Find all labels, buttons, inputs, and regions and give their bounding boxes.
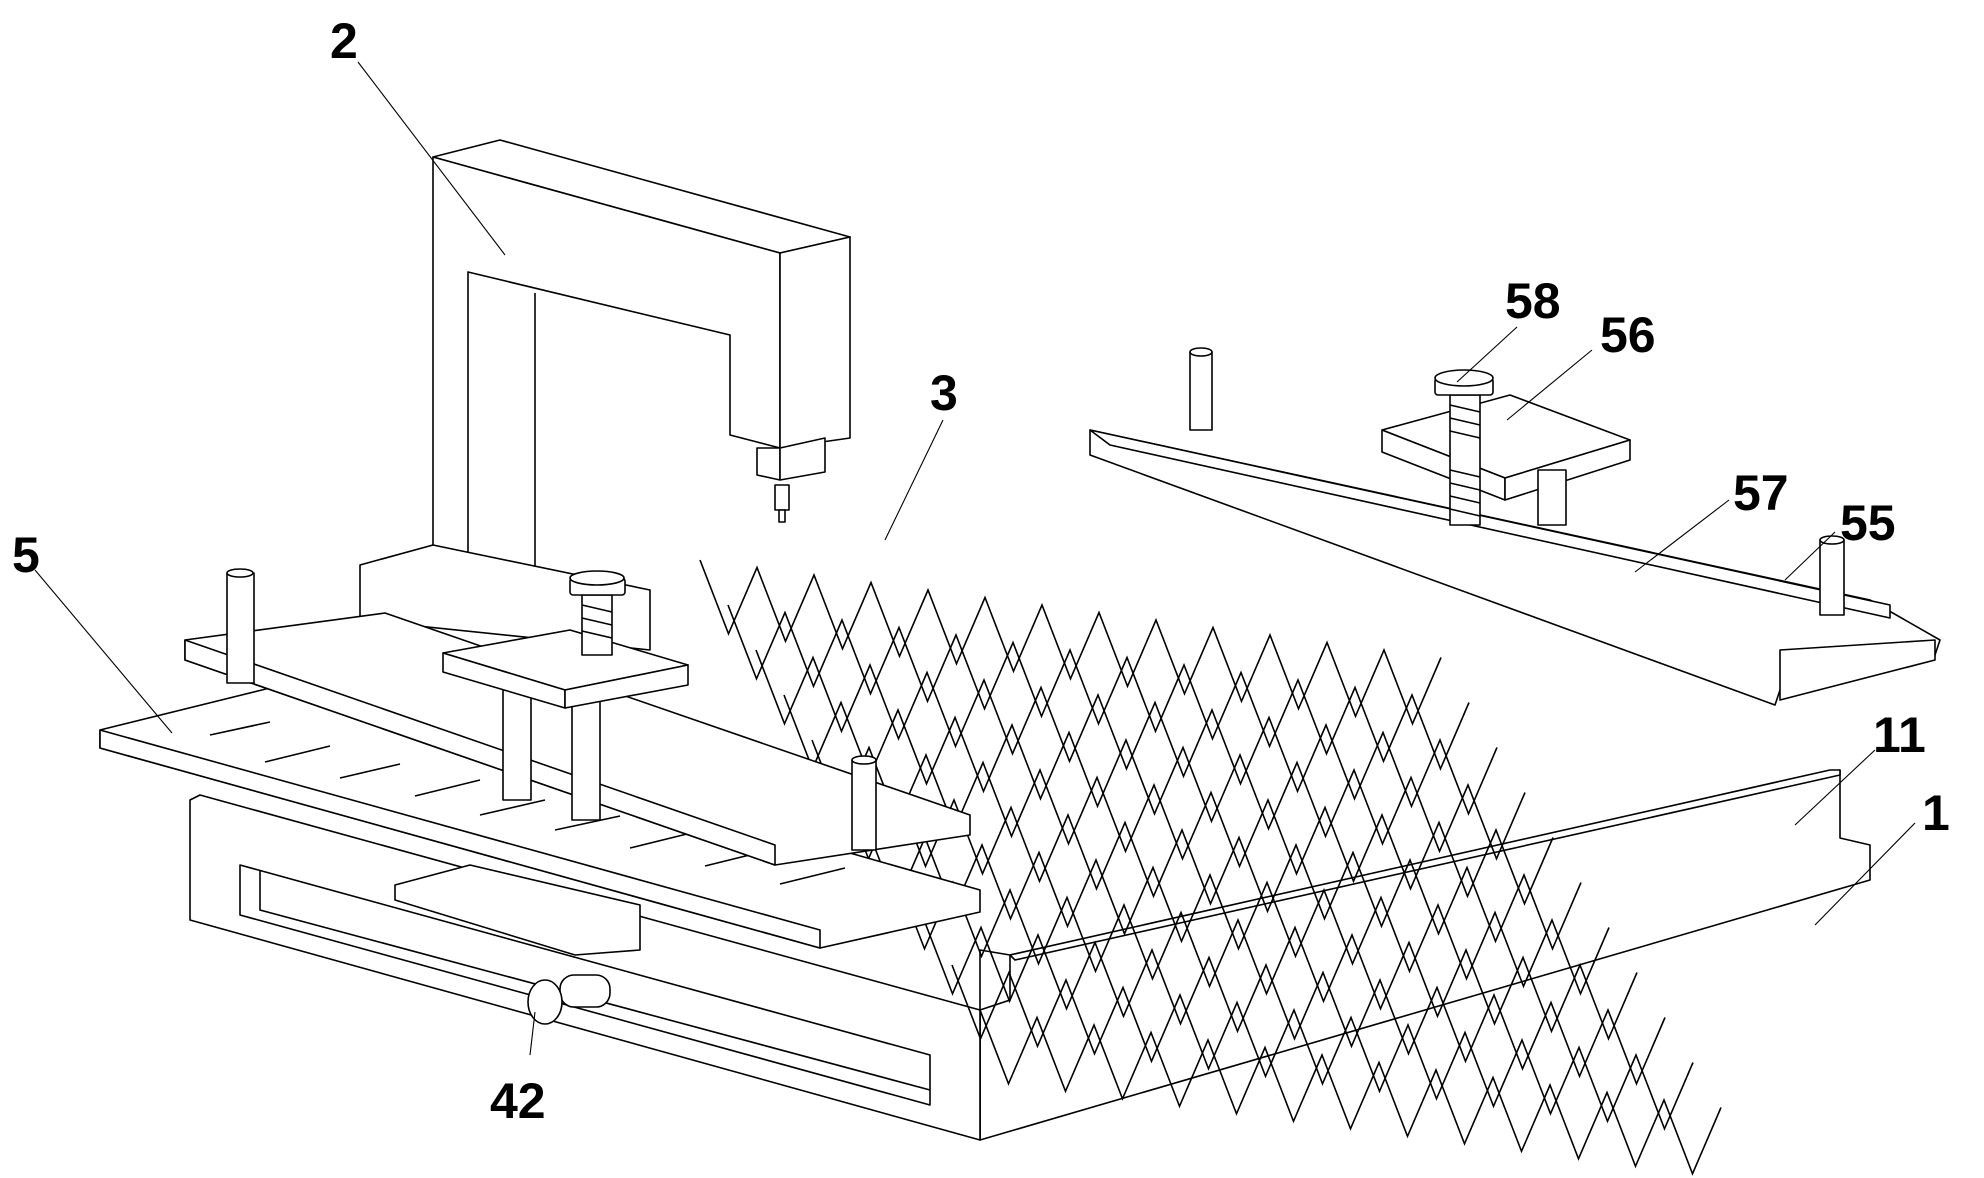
fin-row xyxy=(979,1009,1722,1176)
gantry-frame xyxy=(359,139,851,651)
fin-row xyxy=(867,829,1610,996)
guide-post xyxy=(226,568,877,851)
fin-row xyxy=(699,559,1442,726)
label-3: 3 xyxy=(930,365,958,421)
reference-labels: 2 3 5 58 56 57 55 11 1 42 xyxy=(12,13,1950,1129)
right-clamp-assembly xyxy=(1089,347,1941,706)
fin-row xyxy=(811,739,1554,906)
leader-lines xyxy=(34,61,1916,1056)
press-plate xyxy=(442,629,689,709)
screw-spring xyxy=(569,570,626,656)
fin-row xyxy=(755,649,1498,816)
left-clamp-assembly xyxy=(99,568,981,1025)
label-2: 2 xyxy=(330,13,358,69)
label-57: 57 xyxy=(1733,465,1789,521)
fin-row xyxy=(951,964,1694,1131)
fin-row xyxy=(727,604,1470,771)
adjust-knob xyxy=(527,974,611,1025)
label-42: 42 xyxy=(490,1073,546,1129)
label-1: 1 xyxy=(1922,785,1950,841)
guide-post xyxy=(1189,347,1845,616)
fin-row xyxy=(895,874,1638,1041)
screw-spring xyxy=(1434,369,1494,526)
label-55: 55 xyxy=(1840,495,1896,551)
label-11: 11 xyxy=(1873,707,1926,763)
fin-row xyxy=(783,694,1526,861)
fin-row xyxy=(923,919,1666,1086)
label-58: 58 xyxy=(1505,273,1561,329)
label-5: 5 xyxy=(12,527,40,583)
label-56: 56 xyxy=(1600,307,1656,363)
fin-array xyxy=(699,559,1722,1176)
